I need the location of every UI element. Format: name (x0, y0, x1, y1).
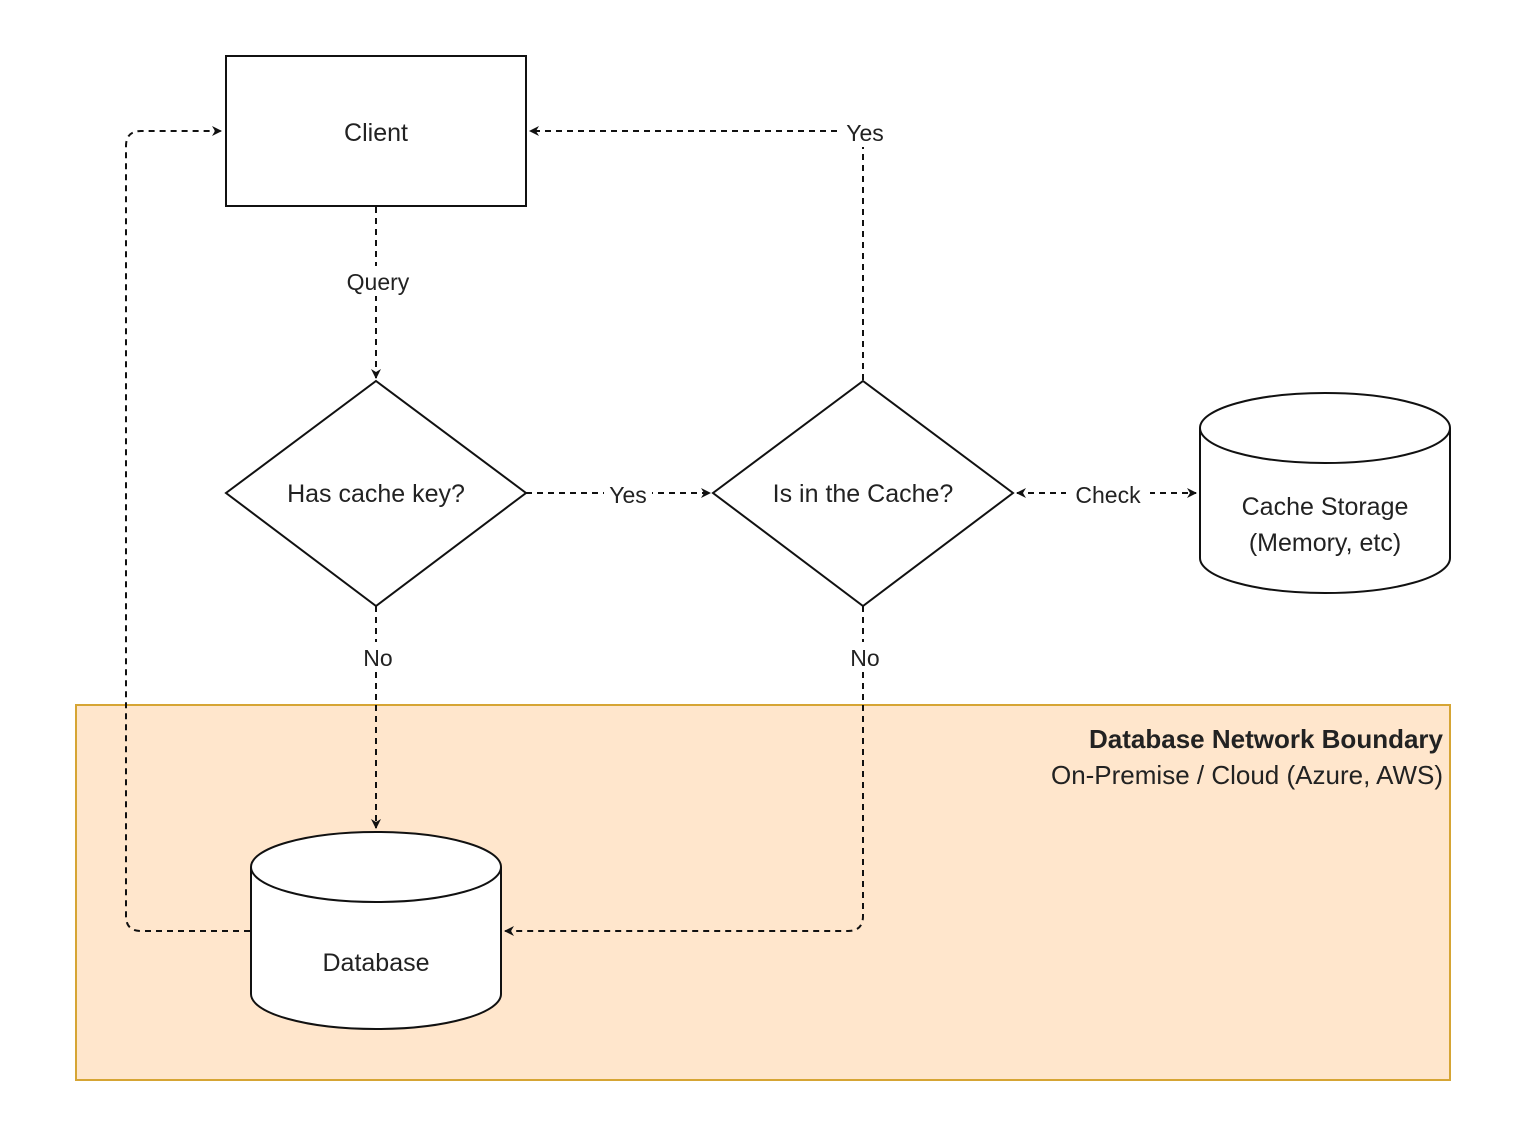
edge-label-query: Query (347, 269, 410, 295)
cache-storage-cylinder-top (1199, 392, 1451, 464)
edge-database-to-client (125, 126, 250, 932)
edge-is-in-cache-to-database (504, 606, 864, 936)
has-cache-key-decision[interactable] (224, 379, 528, 608)
has-cache-key-label: Has cache key? (287, 480, 465, 508)
cache-storage-cylinder-body (1199, 428, 1451, 594)
boundary-title: Database Network Boundary (1089, 724, 1444, 754)
has-key-yes-label-bg (604, 479, 652, 509)
edge-label-check: Check (1075, 482, 1141, 508)
database-label: Database (322, 949, 429, 977)
database-cylinder-top (250, 831, 502, 903)
cache-storage-node[interactable] (1199, 392, 1451, 594)
cache-storage-label-line2: (Memory, etc) (1249, 529, 1401, 557)
in-cache-yes-label-bg (841, 117, 889, 147)
client-label: Client (344, 119, 408, 147)
check-label-bg (1066, 479, 1150, 509)
has-key-no-label-bg (358, 642, 398, 672)
client-node[interactable] (225, 55, 527, 207)
edge-is-in-cache-to-client (529, 126, 864, 380)
in-cache-no-label-bg (845, 642, 885, 672)
query-label-bg (336, 266, 418, 296)
edge-label-has-key-no: No (363, 645, 392, 671)
is-in-cache-label: Is in the Cache? (773, 480, 954, 508)
boundary-subtitle: On-Premise / Cloud (Azure, AWS) (1051, 760, 1443, 790)
edge-label-has-key-yes: Yes (609, 482, 647, 508)
database-cylinder-body (250, 867, 502, 1030)
edge-label-in-cache-yes: Yes (846, 120, 884, 146)
cache-storage-label-line1: Cache Storage (1242, 493, 1409, 521)
is-in-cache-decision[interactable] (711, 379, 1015, 608)
edge-label-in-cache-no: No (850, 645, 879, 671)
database-node[interactable] (250, 831, 502, 1030)
